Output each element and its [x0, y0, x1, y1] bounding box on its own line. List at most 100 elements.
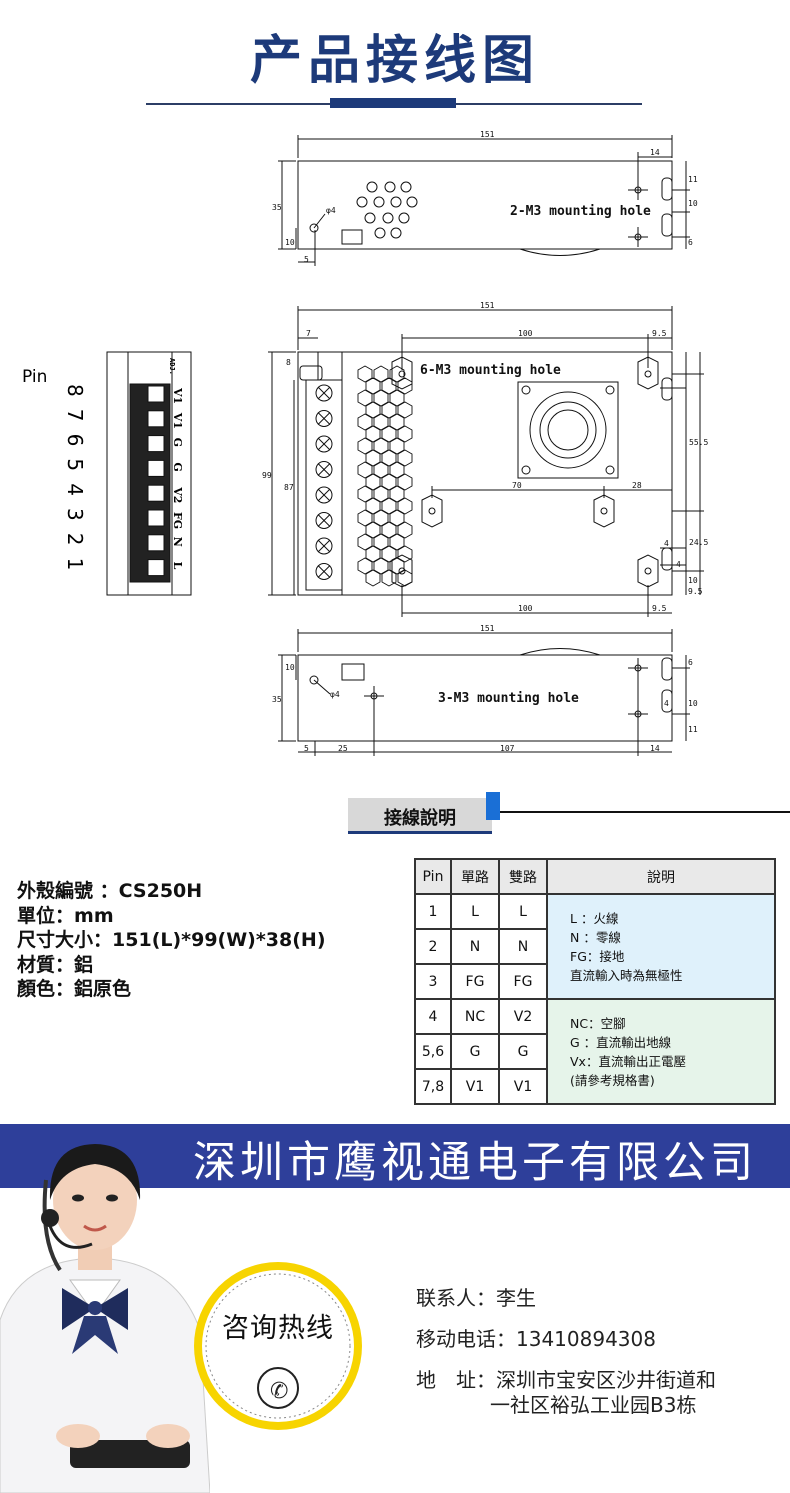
terminal-label: FG — [171, 512, 184, 529]
vent-hole — [381, 449, 397, 467]
vent-hole — [365, 521, 381, 539]
vent-hole — [357, 437, 373, 455]
terminal-label: L — [171, 562, 184, 570]
vent-hole — [381, 473, 397, 491]
dim-top-5: 5 — [304, 255, 309, 264]
cell-dual: FG — [498, 963, 548, 1000]
vent-hole — [373, 389, 389, 407]
vent-hole — [397, 545, 413, 563]
terminal-side-slot — [147, 559, 165, 577]
dim-main-8: 8 — [286, 358, 291, 367]
vent-hole — [389, 413, 405, 431]
vent-hole — [373, 557, 389, 575]
vent-hole — [389, 437, 405, 455]
vent-hole — [373, 485, 389, 503]
hotline-badge: ✆ — [194, 1262, 362, 1430]
pin-number: 6 — [63, 434, 87, 447]
dim-top-14: 14 — [650, 148, 660, 157]
dim-bottom-6: 6 — [688, 658, 693, 667]
vent-hole — [397, 473, 413, 491]
contact-phone: 移动电话：13410894308 — [416, 1327, 656, 1351]
dim-top-151: 151 — [480, 130, 495, 139]
dim-bottom-10b: 10 — [688, 699, 698, 708]
cell-single: G — [450, 1033, 500, 1070]
vent-hole — [373, 509, 389, 527]
dim-main-7: 7 — [306, 329, 311, 338]
table-row: 7,8 V1 V1 — [414, 1068, 775, 1105]
vent-hole — [357, 413, 373, 431]
pin-header: Pin — [22, 367, 47, 387]
header-dual: 雙路 — [498, 858, 548, 895]
cell-pin: 2 — [414, 928, 452, 965]
main-view-outline — [297, 351, 673, 596]
vent-hole — [357, 461, 373, 479]
vent-hole — [365, 377, 381, 395]
vent-hole — [365, 497, 381, 515]
vent-hole — [397, 377, 413, 395]
vent-hole — [365, 569, 381, 587]
vent-hole — [373, 533, 389, 551]
spec-case-number: 外殼編號 ：CS250H — [17, 880, 203, 902]
company-name: 深圳市鹰视通电子有限公司 — [193, 1138, 757, 1188]
terminal-label: N — [171, 537, 184, 547]
cell-dual: V1 — [498, 1068, 548, 1105]
vent-hole — [373, 437, 389, 455]
terminal-side-slot — [147, 410, 165, 428]
dim-bottom-25: 25 — [338, 744, 348, 753]
top-view-outline — [297, 160, 673, 250]
cell-single: L — [450, 893, 500, 930]
vent-hole — [357, 533, 373, 551]
terminal-side-slot — [147, 435, 165, 453]
dim-main-10: 10 — [688, 576, 698, 585]
adj-label: ADJ. — [168, 358, 176, 375]
section-title: 接線說明 — [384, 808, 456, 829]
vent-hole — [357, 365, 373, 383]
section-header-bg — [348, 798, 492, 834]
terminal-side-view — [106, 351, 192, 596]
dim-main-28: 28 — [632, 481, 642, 490]
cell-pin: 3 — [414, 963, 452, 1000]
dim-top-35: 35 — [272, 203, 282, 212]
spec-list: 外殼編號 ：CS250H 單位：mm 尺寸大小：151(L)*99(W)*38(… — [17, 879, 326, 1002]
dim-bottom-11: 11 — [688, 725, 698, 734]
terminal-label: V1 — [171, 412, 184, 429]
vent-hole — [389, 533, 405, 551]
vent-hole — [389, 509, 405, 527]
cell-single: N — [450, 928, 500, 965]
vent-hole — [373, 461, 389, 479]
terminal-label: V2 — [171, 486, 184, 503]
dim-bottom-35: 35 — [272, 695, 282, 704]
dim-top-10: 10 — [285, 238, 295, 247]
hotline-label: 咨询热线 — [222, 1313, 334, 1344]
vent-hole — [389, 365, 405, 383]
terminal-label: V1 — [171, 387, 184, 404]
terminal-side-slot — [147, 459, 165, 477]
dim-top-11: 11 — [688, 175, 698, 184]
header-single: 單路 — [450, 858, 500, 895]
main-view-label: 6-M3 mounting hole — [420, 363, 561, 378]
cell-single: NC — [450, 998, 500, 1035]
vent-hole — [397, 401, 413, 419]
dim-main-4b: 4 — [676, 560, 681, 569]
vent-hole — [373, 413, 389, 431]
dim-main-24-5: 24.5 — [689, 538, 708, 547]
dim-top-6: 6 — [688, 238, 693, 247]
vent-hole — [381, 521, 397, 539]
cell-pin: 4 — [414, 998, 452, 1035]
terminal-side-slot — [147, 385, 165, 403]
pin-number: 8 — [63, 384, 87, 397]
pin-number: 2 — [63, 533, 87, 546]
contact-address: 地 址：深圳市宝安区沙井街道和 — [416, 1368, 716, 1392]
spec-color: 顏色：鋁原色 — [17, 978, 132, 1000]
dim-bottom-hole-dia: φ4 — [330, 690, 340, 699]
cell-single: V1 — [450, 1068, 500, 1105]
cell-pin: 1 — [414, 893, 452, 930]
spec-size: 尺寸大小：151(L)*99(W)*38(H) — [17, 929, 326, 951]
vent-hole — [365, 401, 381, 419]
section-header-line — [500, 811, 790, 813]
table-row: 3 FG FG — [414, 963, 775, 1000]
title-accent-bar — [330, 98, 456, 108]
vent-hole — [397, 521, 413, 539]
header-pin: Pin — [414, 858, 452, 895]
